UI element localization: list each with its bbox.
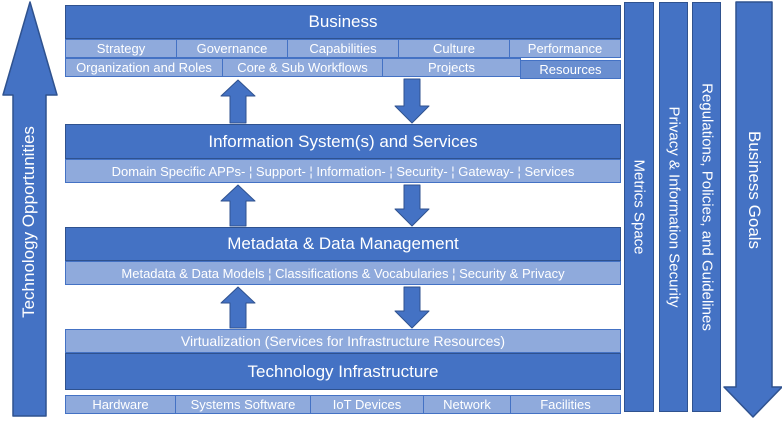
down-arrow-icon	[394, 78, 430, 124]
tech-box-hardware: Hardware	[65, 395, 176, 414]
metrics-space-bar: Metrics Space	[624, 2, 654, 412]
privacy-information-security-bar: Privacy & Information Security	[659, 2, 688, 412]
business-row-1: Strategy Governance Capabilities Culture…	[65, 39, 621, 58]
business-box-projects: Projects	[382, 58, 521, 77]
down-arrow-icon	[394, 184, 430, 227]
business-box-performance: Performance	[509, 39, 621, 58]
privacy-information-security-label: Privacy & Information Security	[665, 106, 682, 308]
business-box-strategy: Strategy	[65, 39, 177, 58]
business-box-capabilities: Capabilities	[287, 39, 399, 58]
business-goals-label: Business Goals	[745, 130, 764, 250]
technology-layer-title: Technology Infrastructure	[247, 361, 439, 381]
metrics-space-label: Metrics Space	[630, 159, 648, 255]
business-box-resources: Resources	[520, 60, 621, 79]
business-goals-arrow-icon	[723, 1, 782, 418]
tech-box-systems-software: Systems Software	[175, 395, 311, 414]
technology-opportunities-label: Technology Opportunities	[19, 126, 38, 318]
tech-box-facilities: Facilities	[510, 395, 621, 414]
business-box-governance: Governance	[176, 39, 288, 58]
metadata-layer-header: Metadata & Data Management	[65, 227, 621, 261]
up-arrow-icon	[220, 184, 256, 227]
regulations-policies-guidelines-label: Regulations, Policies, and Guidelines	[698, 83, 715, 331]
business-box-core-sub-workflows: Core & Sub Workflows	[222, 58, 383, 77]
regulations-policies-guidelines-bar: Regulations, Policies, and Guidelines	[692, 2, 721, 412]
metadata-layer-title: Metadata & Data Management	[227, 234, 459, 253]
information-layer-header: Information System(s) and Services	[65, 124, 621, 159]
business-box-organization-roles: Organization and Roles	[65, 58, 223, 77]
virtualization-band: Virtualization (Services for Infrastruct…	[65, 329, 621, 353]
down-arrow-icon	[394, 286, 430, 329]
up-arrow-icon	[220, 286, 256, 329]
information-layer-title: Information System(s) and Services	[208, 131, 478, 151]
technology-opportunities-arrow-icon	[2, 1, 58, 417]
tech-box-network: Network	[423, 395, 511, 414]
business-row-2: Organization and Roles Core & Sub Workfl…	[65, 58, 621, 79]
information-subrow: Domain Specific APPs- ¦ Support- ¦ Infor…	[65, 159, 621, 183]
business-layer-header: Business	[65, 5, 621, 39]
business-layer-title: Business	[308, 12, 378, 31]
metadata-subrow: Metadata & Data Models ¦ Classifications…	[65, 261, 621, 285]
technology-layer-header: Technology Infrastructure	[65, 353, 621, 390]
business-box-culture: Culture	[398, 39, 510, 58]
technology-row: Hardware Systems Software IoT Devices Ne…	[65, 395, 621, 414]
up-arrow-icon	[220, 79, 256, 124]
tech-box-iot-devices: IoT Devices	[310, 395, 424, 414]
